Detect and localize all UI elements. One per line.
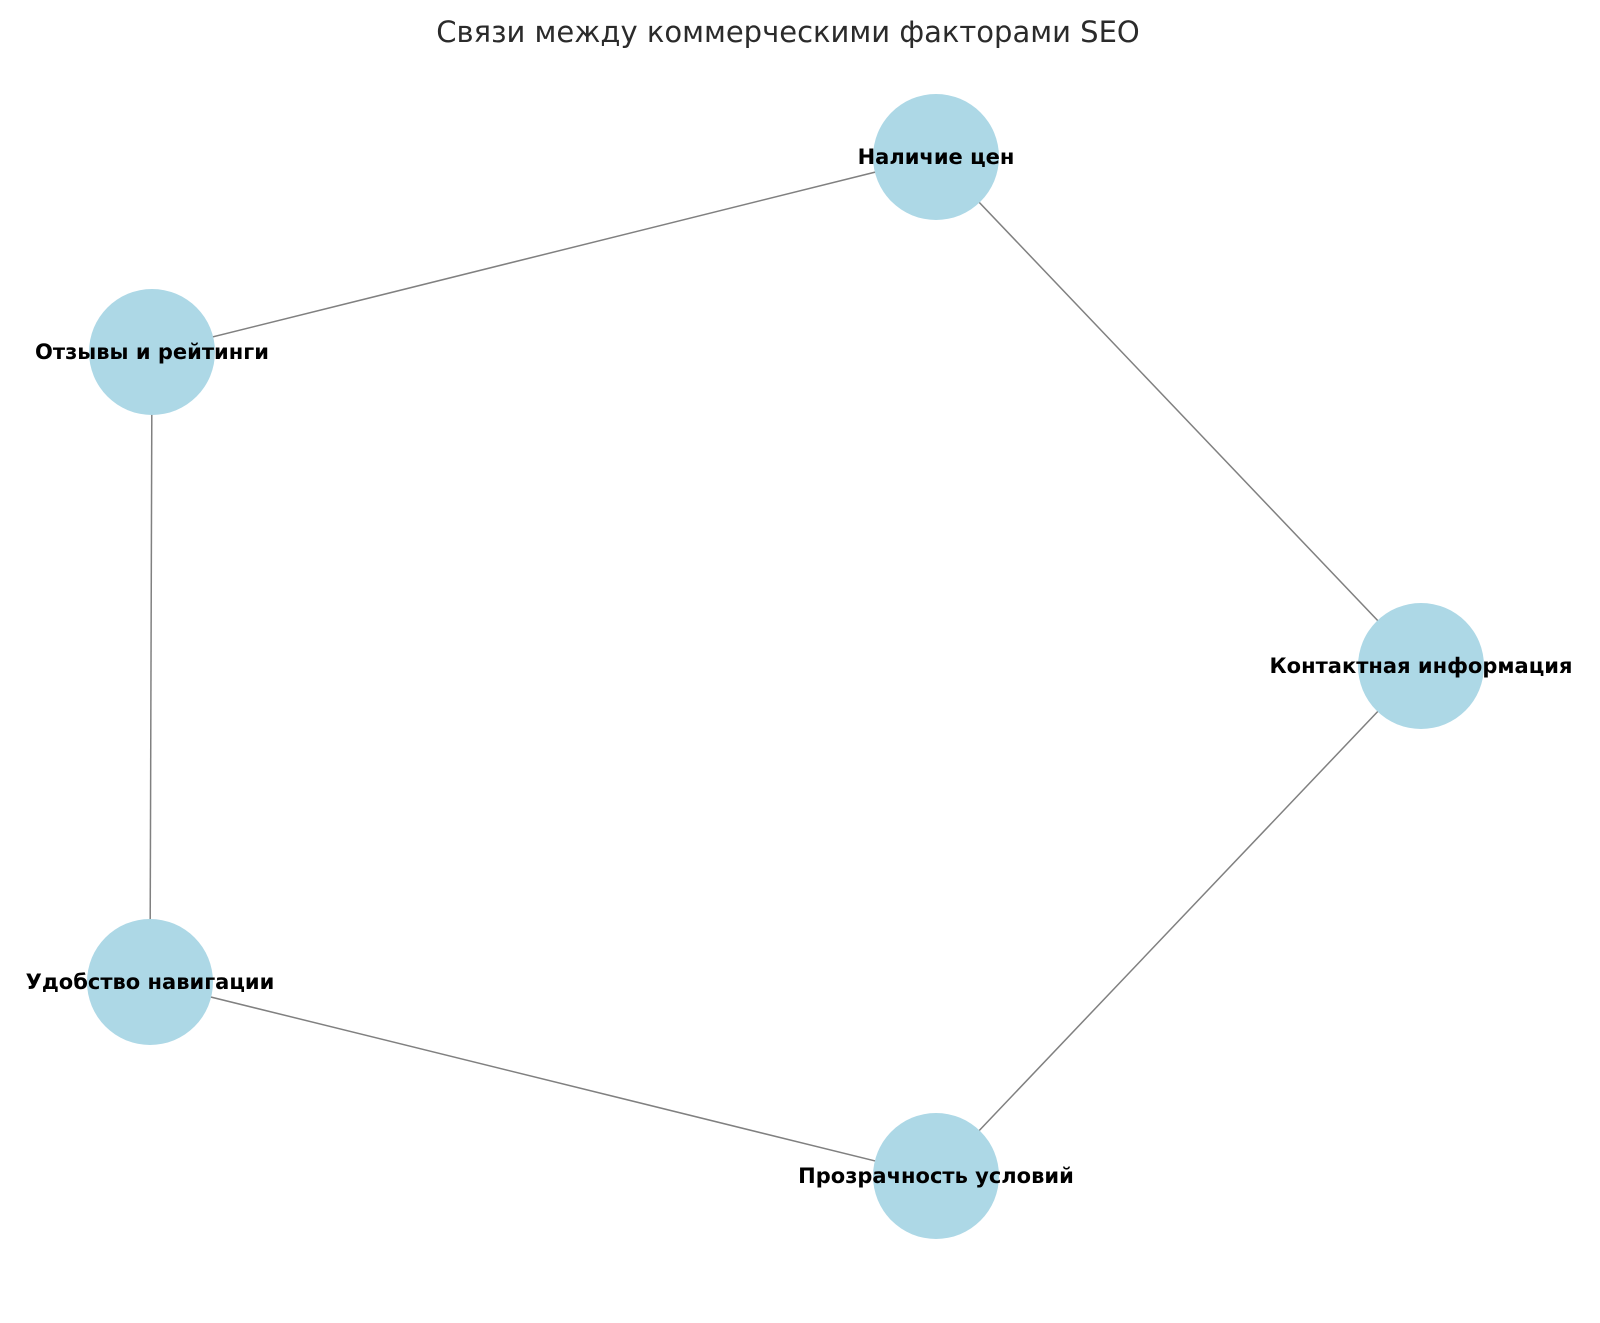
graph-node-2: [1358, 603, 1484, 729]
graph-edge-0: [151, 156, 937, 353]
graph-node-1: [89, 289, 215, 415]
graph-edge-2: [149, 351, 153, 983]
graph-node-label-0: Наличие цен: [858, 145, 1015, 169]
nodes-layer: [87, 94, 1484, 1239]
graph-node-label-1: Отзывы и рейтинги: [35, 340, 269, 364]
graph-node-label-4: Прозрачность условий: [798, 1164, 1074, 1188]
graph-edge-4: [935, 665, 1422, 1177]
graph-edge-3: [149, 981, 937, 1177]
graph-node-label-2: Контактная информация: [1270, 654, 1573, 678]
graph-node-0: [873, 94, 999, 220]
graph-node-3: [87, 919, 213, 1045]
chart-title: Связи между коммерческими факторами SEO: [436, 15, 1139, 49]
graph-node-label-3: Удобство навигации: [26, 970, 275, 994]
graph-node-4: [873, 1113, 999, 1239]
edges-layer: [149, 156, 1422, 1177]
graph-edge-1: [935, 156, 1422, 667]
